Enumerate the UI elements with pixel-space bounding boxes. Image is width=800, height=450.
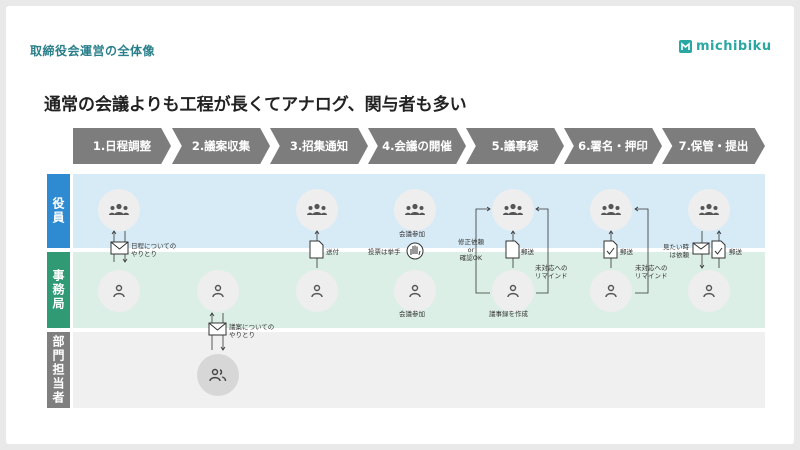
label-create-minutes: 議事録を作成 [489,310,528,318]
document-icon-notice [309,240,324,259]
mail-icon-agenda [208,322,227,336]
label-mail-5: 郵送 [521,248,534,256]
mail-icon-schedule [110,241,129,255]
header-title: 取締役会運営の全体像 [30,44,156,58]
office-node-3 [296,270,338,312]
signed-document-icon-store [711,240,726,259]
office-node-5 [492,270,534,312]
office-node-2 [197,270,239,312]
person-icon [408,284,422,298]
group-icon [108,203,130,217]
group-icon [698,203,720,217]
logo-icon [679,40,692,53]
document-icon-minutes [505,240,520,259]
logo-text: michibiku [696,39,772,54]
office-node-7 [688,270,730,312]
label-request-view: 見たい時 は依頼 [663,243,689,259]
label-remind-5: 未対応への リマインド [535,264,568,280]
label-mail-7: 郵送 [729,248,742,256]
logo: michibiku [679,39,772,54]
label-vote: 投票は挙手 [368,248,401,256]
label-mail-6: 郵送 [620,248,633,256]
group-icon [502,203,524,217]
step-5: 5.議事録 [466,128,564,164]
group-icon [404,203,426,217]
exec-node-3 [296,189,338,231]
step-6: 6.署名・押印 [564,128,662,164]
lane-label-exec: 役員 [47,174,70,248]
step-4: 4.会議の開催 [368,128,466,164]
label-revise: 修正依頼 or 確認OK [458,238,484,262]
step-2: 2.議案収集 [172,128,270,164]
step-3: 3.招集通知 [270,128,368,164]
person-icon [310,284,324,298]
lane-label-dept: 部門担当者 [47,332,70,408]
person-icon [211,284,225,298]
connector-minutes [475,206,549,294]
exec-node-5 [492,189,534,231]
label-remind-6: 未対応への リマインド [635,264,668,280]
label-agenda: 議案についての やりとり [229,323,275,339]
office-node-6 [590,270,632,312]
hand-icon-vote [406,242,424,260]
lane-dept [73,332,765,408]
office-node-4 [394,270,436,312]
group-icon [600,203,622,217]
exec-node-1 [98,189,140,231]
person-icon [112,284,126,298]
main-title: 通常の会議よりも工程が長くてアナログ、関与者も多い [44,95,467,115]
mail-icon-store [692,242,710,255]
exec-node-6 [590,189,632,231]
person-icon [604,284,618,298]
exec-node-7 [688,189,730,231]
step-1: 1.日程調整 [73,128,171,164]
people-icon [208,368,228,382]
step-7: 7.保管・提出 [662,128,765,164]
label-send: 送付 [326,248,339,256]
group-icon [306,203,328,217]
label-schedule: 日程についての やりとり [131,242,177,258]
dept-node-2 [197,354,239,396]
signed-document-icon [603,240,618,259]
exec-node-4 [394,189,436,231]
person-icon [702,284,716,298]
lane-label-office: 事務局 [47,252,70,328]
label-attend-exec: 会議参加 [399,230,425,238]
label-attend-office: 会議参加 [399,310,425,318]
person-icon [506,284,520,298]
office-node-1 [98,270,140,312]
